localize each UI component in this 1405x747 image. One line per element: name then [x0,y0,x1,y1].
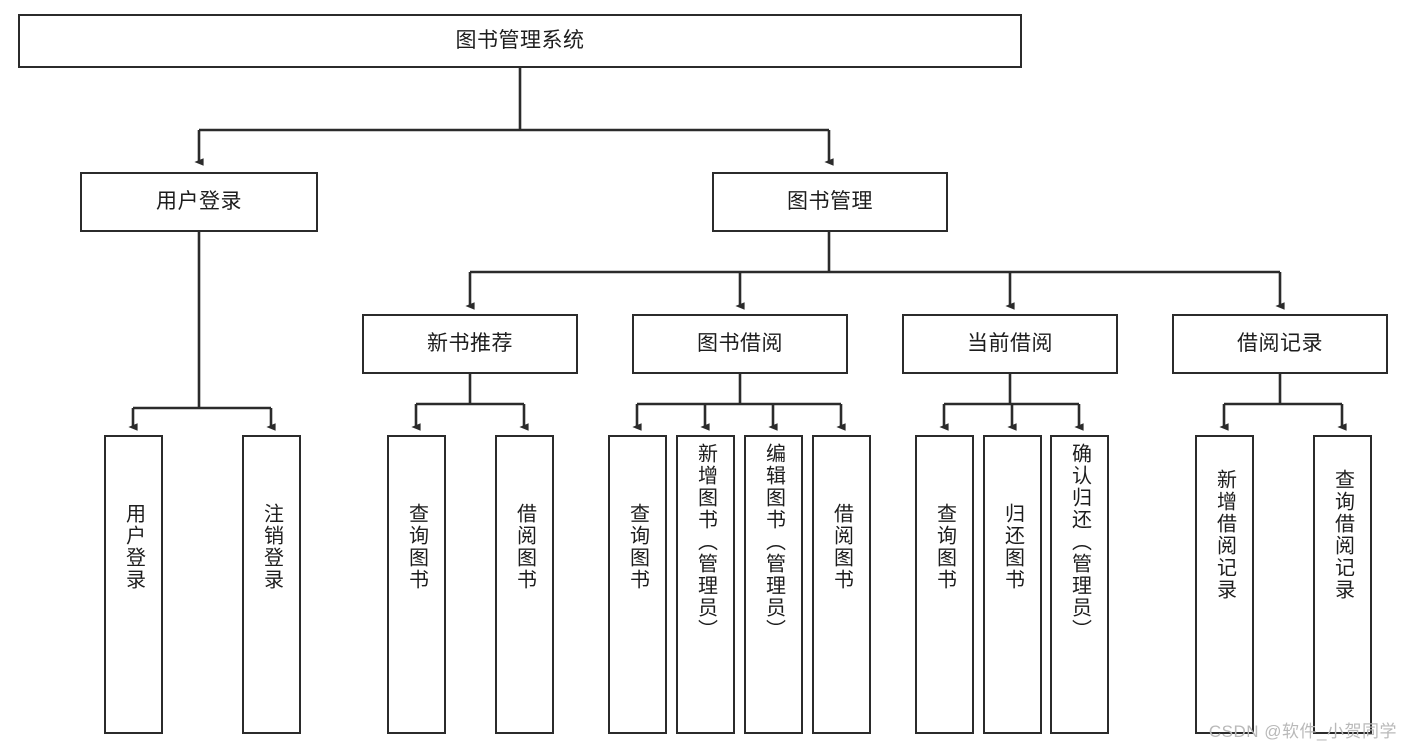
node-new-book-recommend[interactable]: 新书推荐 [362,314,578,374]
node-user-login-label: 用户登录 [156,189,242,213]
node-current-borrow-label: 当前借阅 [967,331,1053,355]
node-leaf-logout-label: 注销登录 [260,503,283,591]
node-leaf-edit-book-label: 编辑图书（管理员） [762,443,785,641]
node-leaf-add-record-label: 新增借阅记录 [1213,469,1236,601]
node-book-management-label: 图书管理 [787,189,873,213]
node-leaf-query-book-1[interactable]: 查询图书 [387,435,446,734]
node-leaf-user-login-label: 用户登录 [122,503,145,591]
node-leaf-add-book[interactable]: 新增图书（管理员） [676,435,735,734]
node-leaf-return-book[interactable]: 归还图书 [983,435,1042,734]
node-leaf-borrow-book-2[interactable]: 借阅图书 [812,435,871,734]
node-leaf-return-book-label: 归还图书 [1001,503,1024,591]
node-leaf-query-book-3-label: 查询图书 [933,503,956,591]
node-root[interactable]: 图书管理系统 [18,14,1022,68]
node-leaf-confirm-return[interactable]: 确认归还（管理员） [1050,435,1109,734]
node-borrow-record[interactable]: 借阅记录 [1172,314,1388,374]
node-new-book-recommend-label: 新书推荐 [427,331,513,355]
csdn-watermark: CSDN @软件_小贺同学 [1208,722,1397,741]
node-leaf-query-book-2[interactable]: 查询图书 [608,435,667,734]
node-root-label: 图书管理系统 [455,28,585,52]
node-leaf-add-book-label: 新增图书（管理员） [694,443,717,641]
node-leaf-edit-book[interactable]: 编辑图书（管理员） [744,435,803,734]
node-leaf-add-record[interactable]: 新增借阅记录 [1195,435,1254,734]
node-leaf-query-book-3[interactable]: 查询图书 [915,435,974,734]
node-user-login[interactable]: 用户登录 [80,172,318,232]
node-leaf-user-login[interactable]: 用户登录 [104,435,163,734]
node-book-management[interactable]: 图书管理 [712,172,948,232]
node-current-borrow[interactable]: 当前借阅 [902,314,1118,374]
node-leaf-query-book-1-label: 查询图书 [405,503,428,591]
node-leaf-borrow-book-2-label: 借阅图书 [830,503,853,591]
node-leaf-query-book-2-label: 查询图书 [626,503,649,591]
node-book-borrow[interactable]: 图书借阅 [632,314,848,374]
node-leaf-borrow-book-1-label: 借阅图书 [513,503,536,591]
node-leaf-query-record[interactable]: 查询借阅记录 [1313,435,1372,734]
node-book-borrow-label: 图书借阅 [697,331,783,355]
node-leaf-borrow-book-1[interactable]: 借阅图书 [495,435,554,734]
node-leaf-confirm-return-label: 确认归还（管理员） [1068,443,1091,641]
node-leaf-query-record-label: 查询借阅记录 [1331,469,1354,601]
node-borrow-record-label: 借阅记录 [1237,331,1323,355]
node-leaf-logout[interactable]: 注销登录 [242,435,301,734]
